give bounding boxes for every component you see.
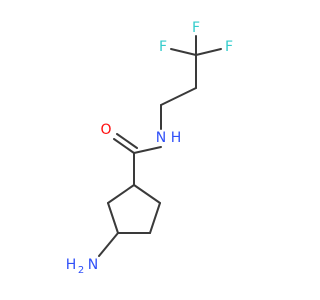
bond-ring-nh2 [98,232,119,257]
amine-subscript-2: 2 [78,265,84,276]
bond-carbonyl-o-2 [116,133,138,149]
fluorine-right-label: F [225,39,233,55]
amide-nitrogen-label: N [156,130,166,146]
ring-bond-2 [149,202,161,234]
ring-bond-4 [107,202,119,234]
amide-hydrogen-label: H [171,130,182,146]
bond-n-carbonyl [133,146,162,154]
ring-bond-5 [107,184,135,204]
fluorine-top-label: F [192,20,200,36]
amine-label: H 2 N [66,257,99,276]
bonds [98,35,222,257]
amine-nitrogen-label: N [88,257,98,273]
atom-labels: F F F O N H H 2 N [66,20,233,276]
bond-carbonyl-o-1 [113,138,135,154]
fluorine-left-label: F [159,39,167,55]
molecule-structure: F F F O N H H 2 N [66,20,233,276]
amine-hydrogen-label: H [66,257,77,273]
ring-bond-1 [133,184,161,204]
bond-c-f-left [170,48,197,56]
oxygen-label: O [100,122,111,138]
bond-ch2-ch2 [160,87,197,106]
bond-c-f-right [195,48,222,56]
